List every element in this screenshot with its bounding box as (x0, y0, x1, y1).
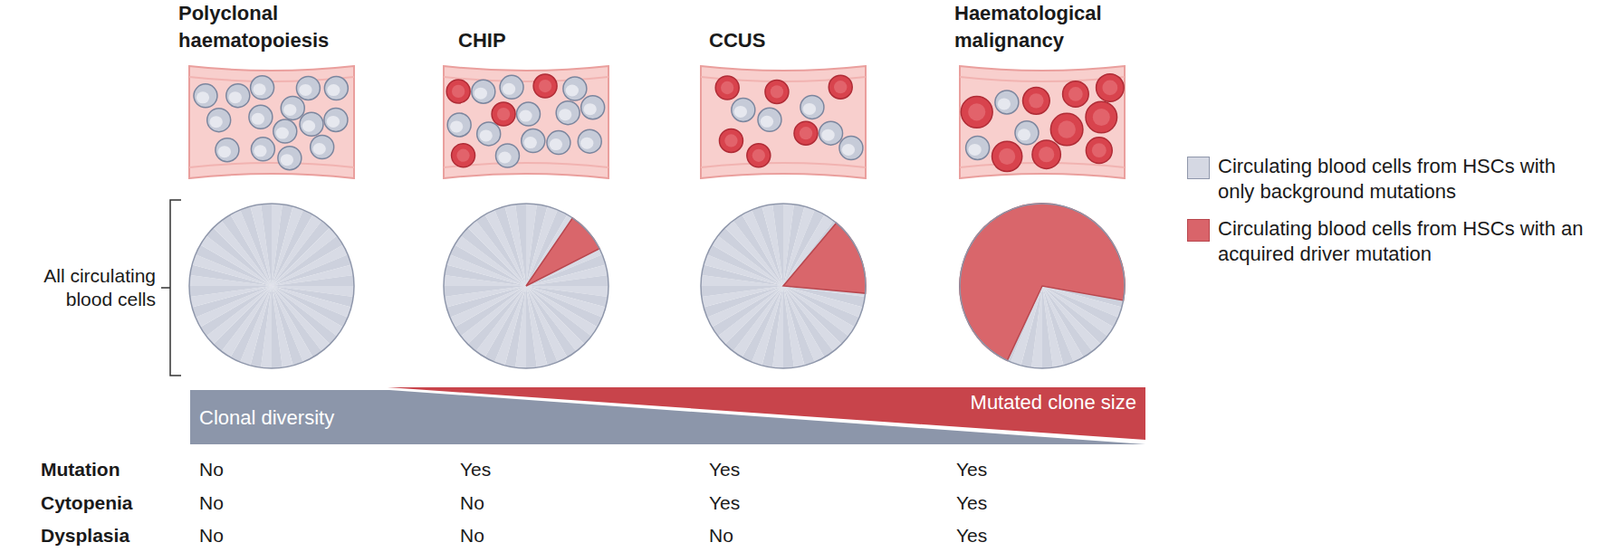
normal-cell (193, 84, 218, 108)
column-title: Polyclonal haematopoiesis (178, 0, 360, 55)
normal-cell (471, 79, 496, 104)
mutated-cell (765, 79, 789, 104)
table-cell: No (708, 524, 800, 548)
table-cell: Yes (708, 458, 800, 482)
blood-vessel (189, 66, 355, 179)
mutated-cell (491, 102, 516, 126)
mutated-cell (960, 95, 993, 128)
mutated-cell (718, 128, 743, 153)
mutated-cell (451, 143, 476, 168)
pie-chart (959, 203, 1125, 369)
mutated-cell (446, 79, 470, 104)
bracket-label: All circulating blood cells (9, 264, 156, 312)
table-cell: Yes (708, 491, 800, 516)
normal-cell (499, 75, 524, 99)
mutated-cell (992, 141, 1023, 172)
clone-size-band: Mutated clone size (387, 387, 1146, 441)
normal-cell (207, 108, 231, 133)
normal-cell (280, 95, 305, 120)
normal-cell (757, 107, 782, 132)
band-label: Clonal diversity (199, 406, 335, 431)
mutated-cell (1085, 137, 1112, 164)
normal-cell (800, 95, 824, 119)
legend-swatch (1187, 219, 1210, 242)
mutated-cell (715, 76, 739, 100)
column-title: Haematological malignancy (954, 0, 1136, 55)
blood-vessel (959, 66, 1125, 179)
pie-chart (443, 203, 609, 369)
normal-cell (310, 135, 335, 160)
mutated-cell (828, 75, 853, 99)
normal-cell (249, 105, 273, 129)
table-cell: Yes (956, 491, 1047, 516)
blood-vessel (443, 66, 609, 179)
normal-cell (273, 119, 298, 144)
mutated-cell (533, 74, 557, 98)
normal-cell (495, 143, 519, 168)
blood-vessel (700, 66, 866, 179)
normal-cell (250, 76, 275, 100)
row-header: Cytopenia (40, 491, 186, 516)
normal-cell (296, 76, 320, 100)
normal-cell (966, 135, 990, 160)
normal-cell (324, 107, 348, 132)
table-cell: No (199, 491, 290, 516)
mutated-cell (1032, 140, 1061, 169)
normal-cell (299, 112, 324, 136)
mutated-cell (1085, 101, 1118, 134)
normal-cell (563, 76, 587, 101)
normal-cell (517, 102, 541, 126)
column-title: CHIP (458, 27, 640, 55)
normal-cell (839, 136, 863, 161)
normal-cell (277, 146, 302, 171)
row-header: Dysplasia (40, 524, 186, 548)
table-cell: No (459, 491, 551, 516)
normal-cell (250, 137, 275, 162)
legend-text: Circulating blood cells from HSCs with a… (1217, 216, 1590, 268)
mutated-cell (1023, 87, 1051, 115)
table-cell: Yes (956, 524, 1047, 548)
mutated-clone-wedge (783, 222, 866, 294)
pie-chart (700, 203, 866, 369)
normal-cell (819, 121, 844, 145)
table-cell: No (459, 524, 551, 548)
legend-swatch (1187, 156, 1210, 180)
normal-cell (555, 101, 580, 125)
table-cell: No (199, 524, 290, 548)
table-cell: Yes (459, 458, 551, 482)
normal-cell (1015, 121, 1039, 145)
normal-cell (577, 129, 602, 154)
column-title: CCUS (708, 27, 891, 55)
legend-text: Circulating blood cells from HSCs with o… (1217, 153, 1590, 205)
normal-cell (447, 113, 471, 137)
table-cell: No (199, 458, 290, 482)
mutated-cell (794, 121, 818, 145)
bracket (161, 200, 182, 376)
mutated-cell (1063, 81, 1090, 108)
normal-cell (215, 138, 240, 163)
mutated-cell (1096, 74, 1125, 103)
mutated-cell (747, 143, 771, 168)
mutated-clone-wedge (526, 218, 600, 287)
normal-cell (546, 131, 571, 155)
row-header: Mutation (40, 458, 186, 482)
normal-cell (477, 122, 501, 146)
pie-chart (189, 203, 355, 369)
band-label: Mutated clone size (970, 391, 1137, 415)
normal-cell (731, 97, 756, 122)
normal-cell (324, 76, 348, 101)
normal-cell (995, 90, 1019, 115)
normal-cell (521, 129, 546, 154)
normal-cell (226, 84, 250, 108)
normal-cell (581, 95, 605, 120)
mutated-cell (1050, 113, 1083, 146)
table-cell: Yes (956, 458, 1047, 482)
